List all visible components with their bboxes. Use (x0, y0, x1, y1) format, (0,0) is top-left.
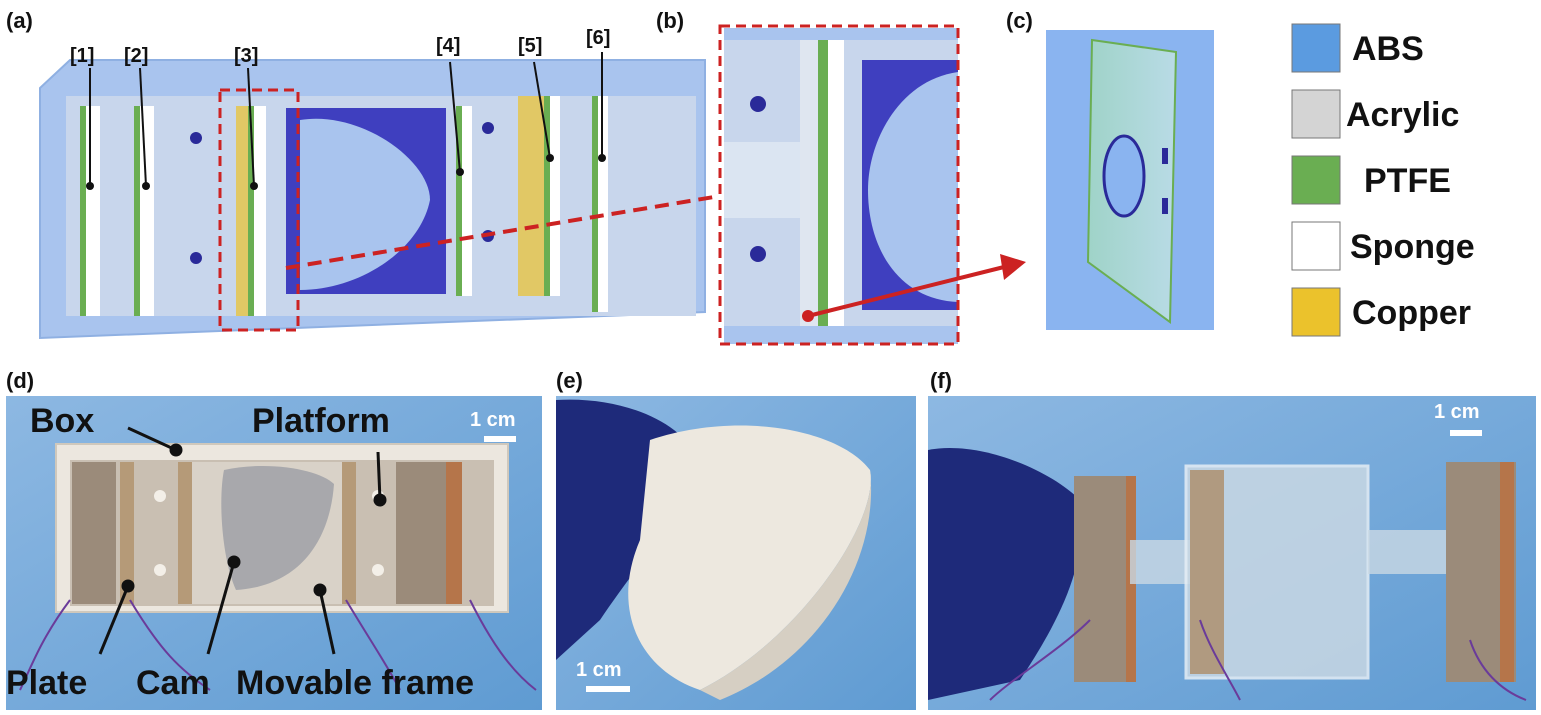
legend-label-acrylic: Acrylic (1346, 96, 1459, 134)
plate-group-4 (456, 106, 472, 296)
part-leader-dots (86, 154, 606, 190)
glove-hand-f (928, 448, 1082, 700)
photo-d-arrows (98, 426, 387, 655)
material-legend: ABS Acrylic PTFE Sponge Copper (1291, 23, 1475, 337)
detail-frame (718, 24, 960, 346)
scale-text-e: 1 cm (576, 659, 622, 681)
panel-label-e: (e) (556, 368, 583, 393)
part-number-6: [6] (586, 27, 610, 49)
legend-swatch-abs (1291, 23, 1341, 73)
photo-f-wires (989, 619, 1527, 701)
legend-label-abs: ABS (1352, 30, 1424, 68)
panel-label-a: (a) (6, 8, 33, 33)
photo-cam-piece (628, 425, 871, 690)
label-platform: Platform (252, 402, 390, 440)
panel-label-b: (b) (656, 8, 684, 33)
legend-swatch-ptfe (1291, 155, 1341, 205)
label-plate: Plate (6, 664, 87, 702)
panel-d-photo (6, 396, 542, 710)
photo-cam (221, 465, 334, 590)
legend-swatch-copper (1291, 287, 1341, 337)
plate-group-2 (134, 106, 154, 316)
detail-connector-line (285, 194, 721, 270)
label-movable-frame: Movable frame (236, 664, 474, 702)
scale-text-f: 1 cm (1434, 401, 1480, 423)
scale-bar-e (586, 686, 630, 692)
legend-label-sponge: Sponge (1350, 228, 1475, 266)
panel-f-photo (928, 396, 1536, 710)
part-number-3: [3] (234, 45, 258, 67)
label-cam: Cam (136, 664, 210, 702)
label-box: Box (30, 402, 94, 440)
photo-wires (19, 599, 537, 691)
legend-swatch-acrylic (1291, 89, 1341, 139)
scale-bar-f (1450, 430, 1482, 436)
detail-arrow (807, 264, 1009, 318)
plate-group-5 (518, 96, 560, 296)
panel-label-d: (d) (6, 368, 34, 393)
part-number-4: [4] (436, 35, 460, 57)
panel-label-f: (f) (930, 368, 952, 393)
panel-e-photo (556, 396, 916, 710)
plate-group-6 (592, 96, 608, 312)
legend-label-ptfe: PTFE (1364, 162, 1451, 200)
part-number-2: [2] (124, 45, 148, 67)
plate-group-3 (236, 106, 266, 316)
panel-label-c: (c) (1006, 8, 1033, 33)
panel-a-model (39, 52, 721, 340)
panel-c-sheet (1046, 30, 1214, 330)
legend-swatch-sponge (1291, 221, 1341, 271)
detail-highlight-box (218, 88, 300, 332)
part-number-1: [1] (70, 45, 94, 67)
part-number-5: [5] (518, 35, 542, 57)
scale-bar-d (484, 436, 516, 442)
part-leader-lines (89, 52, 603, 187)
legend-label-copper: Copper (1352, 294, 1471, 332)
scale-text-d: 1 cm (470, 409, 516, 431)
panel-b-detail (718, 24, 1026, 346)
cam-shape-model (300, 118, 430, 291)
